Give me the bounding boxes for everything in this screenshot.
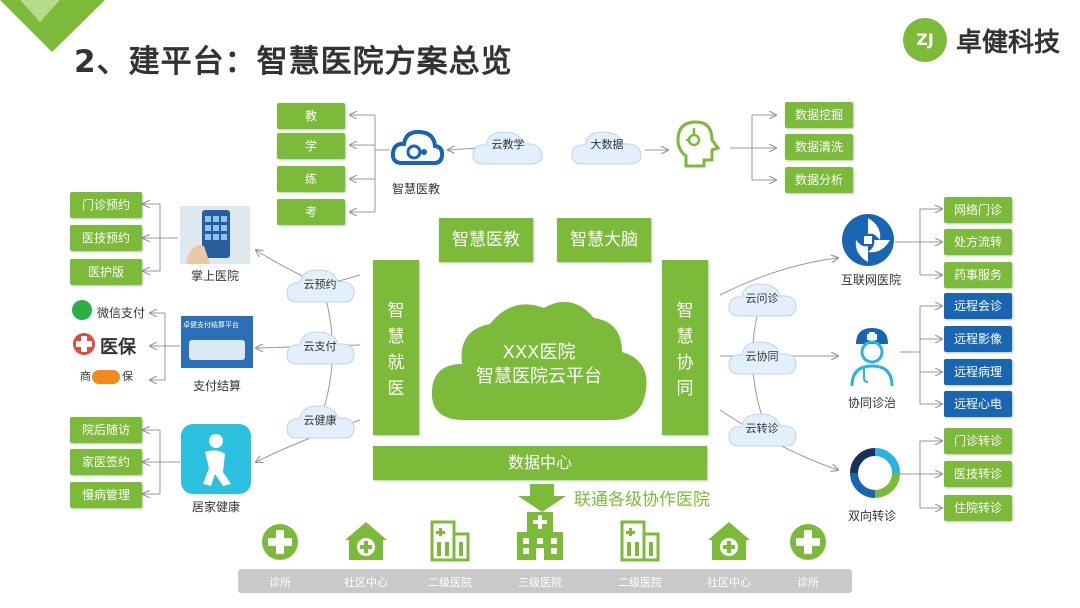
commercial-label-right: 保 [122, 370, 133, 383]
teach-caption: 智慧医教 [391, 182, 440, 196]
collab-item: 远程影像 [944, 326, 1012, 352]
clinic-icon [790, 524, 826, 560]
commercial-insurance-icon [92, 370, 120, 384]
wechat-icon [72, 300, 92, 320]
collab-caption: 协同诊治 [847, 396, 896, 410]
central-cloud-icon [431, 301, 647, 420]
module-smart-collab-label: 智慧协同 [676, 301, 694, 399]
mobile-item: 医技预约 [70, 225, 142, 251]
teach-item: 练 [277, 166, 345, 192]
module-smart-medical-label: 智慧就医 [387, 301, 405, 399]
level-label: 社区中心 [707, 576, 751, 589]
cloud-icon [728, 283, 797, 317]
level-label: 三级医院 [518, 576, 562, 589]
ai-head-icon [676, 120, 721, 168]
cloud-icon [286, 331, 355, 365]
teach-item: 教 [277, 103, 345, 129]
collab-item: 远程病理 [944, 359, 1012, 385]
collab-item: 远程会诊 [944, 293, 1012, 319]
cloud-icon [571, 131, 642, 165]
cloud-collab-label: 云协同 [745, 350, 779, 363]
community-center-icon [345, 522, 387, 560]
collab-item: 远程心电 [944, 391, 1012, 417]
cloud-appoint-label: 云预约 [303, 278, 337, 291]
cloud-brain-icon [390, 129, 444, 166]
clinic-icon [262, 524, 298, 560]
secondary-hospital-icon [430, 520, 470, 562]
internet-hospital-logo-icon [842, 214, 894, 266]
level-label: 诊所 [269, 576, 291, 589]
secondary-hospital-icon [620, 520, 660, 562]
module-smart-collab: 智慧协同 [662, 260, 708, 435]
module-smart-teaching: 智慧医教 [439, 218, 533, 262]
brand-name: 卓健科技 [956, 28, 1061, 58]
level-label: 社区中心 [344, 576, 388, 589]
commercial-label-left: 商 [80, 370, 91, 383]
internet-item: 药事服务 [944, 262, 1012, 288]
cloud-icon [472, 131, 543, 165]
internet-item: 网络门诊 [944, 197, 1012, 223]
cloud-health-label: 云健康 [303, 414, 337, 427]
mobile-item: 门诊预约 [70, 192, 142, 218]
transfer-item: 医技转诊 [944, 461, 1012, 487]
medical-insurance-label: 医保 [100, 337, 136, 358]
pay-caption: 支付结算 [192, 379, 241, 393]
module-smart-brain: 智慧大脑 [557, 218, 651, 262]
data-item: 数据挖掘 [785, 102, 853, 128]
transfer-caption: 双向转诊 [847, 509, 896, 523]
teach-item: 考 [277, 199, 345, 225]
big-data-label: 大数据 [590, 138, 624, 151]
mobile-caption: 掌上医院 [190, 269, 239, 283]
brand-logo-text: ZJ [916, 30, 934, 49]
brand-logo-icon: ZJ [903, 18, 947, 62]
level-label: 二级医院 [428, 576, 472, 589]
mobile-item: 医护版 [70, 259, 142, 285]
doctor-icon [850, 328, 894, 387]
medical-cross-icon [73, 333, 95, 355]
home-item: 慢病管理 [70, 482, 142, 508]
page-title: 2、建平台：智慧医院方案总览 [74, 44, 513, 80]
level-label: 二级医院 [618, 576, 662, 589]
home-item: 家医签约 [70, 449, 142, 475]
home-caption: 居家健康 [191, 500, 240, 514]
tertiary-hospital-icon [517, 512, 563, 560]
cloud-transfer-label: 云转诊 [745, 422, 779, 435]
internet-item: 处方流转 [944, 229, 1012, 255]
cloud-icon [728, 413, 797, 447]
module-smart-medical: 智慧就医 [373, 260, 419, 435]
transfer-item: 门诊转诊 [944, 428, 1012, 454]
corner-decoration [0, 0, 105, 52]
two-way-transfer-icon [850, 448, 900, 498]
internet-caption: 互联网医院 [840, 273, 901, 287]
wechat-pay-label: 微信支付 [97, 306, 146, 320]
module-data-center: 数据中心 [373, 446, 707, 480]
down-arrow-icon [518, 484, 566, 512]
transfer-item: 住院转诊 [944, 495, 1012, 521]
cloud-icon [286, 269, 355, 303]
phone-in-hand-icon [180, 206, 250, 264]
home-health-app-icon [181, 424, 251, 494]
level-label: 诊所 [797, 576, 819, 589]
cloud-pay-label: 云支付 [303, 340, 337, 353]
data-item: 数据清洗 [785, 134, 853, 160]
home-item: 院后随访 [70, 417, 142, 443]
data-item: 数据分析 [785, 167, 853, 193]
levels-bar [238, 569, 852, 593]
center-line1: XXX医院 [502, 342, 576, 363]
center-line2: 智慧医院云平台 [476, 366, 602, 387]
payment-platform-image: 卓健支付结算平台 [181, 316, 253, 368]
cloud-consult-label: 云问诊 [745, 292, 779, 305]
cloud-teach-label: 云教学 [491, 138, 525, 151]
cloud-icon [286, 405, 355, 439]
connect-label: 联通各级协作医院 [574, 490, 710, 510]
community-center-icon [708, 522, 750, 560]
cloud-icon [728, 341, 797, 375]
teach-item: 学 [277, 133, 345, 159]
payment-screen-text: 卓健支付结算平台 [183, 321, 239, 329]
